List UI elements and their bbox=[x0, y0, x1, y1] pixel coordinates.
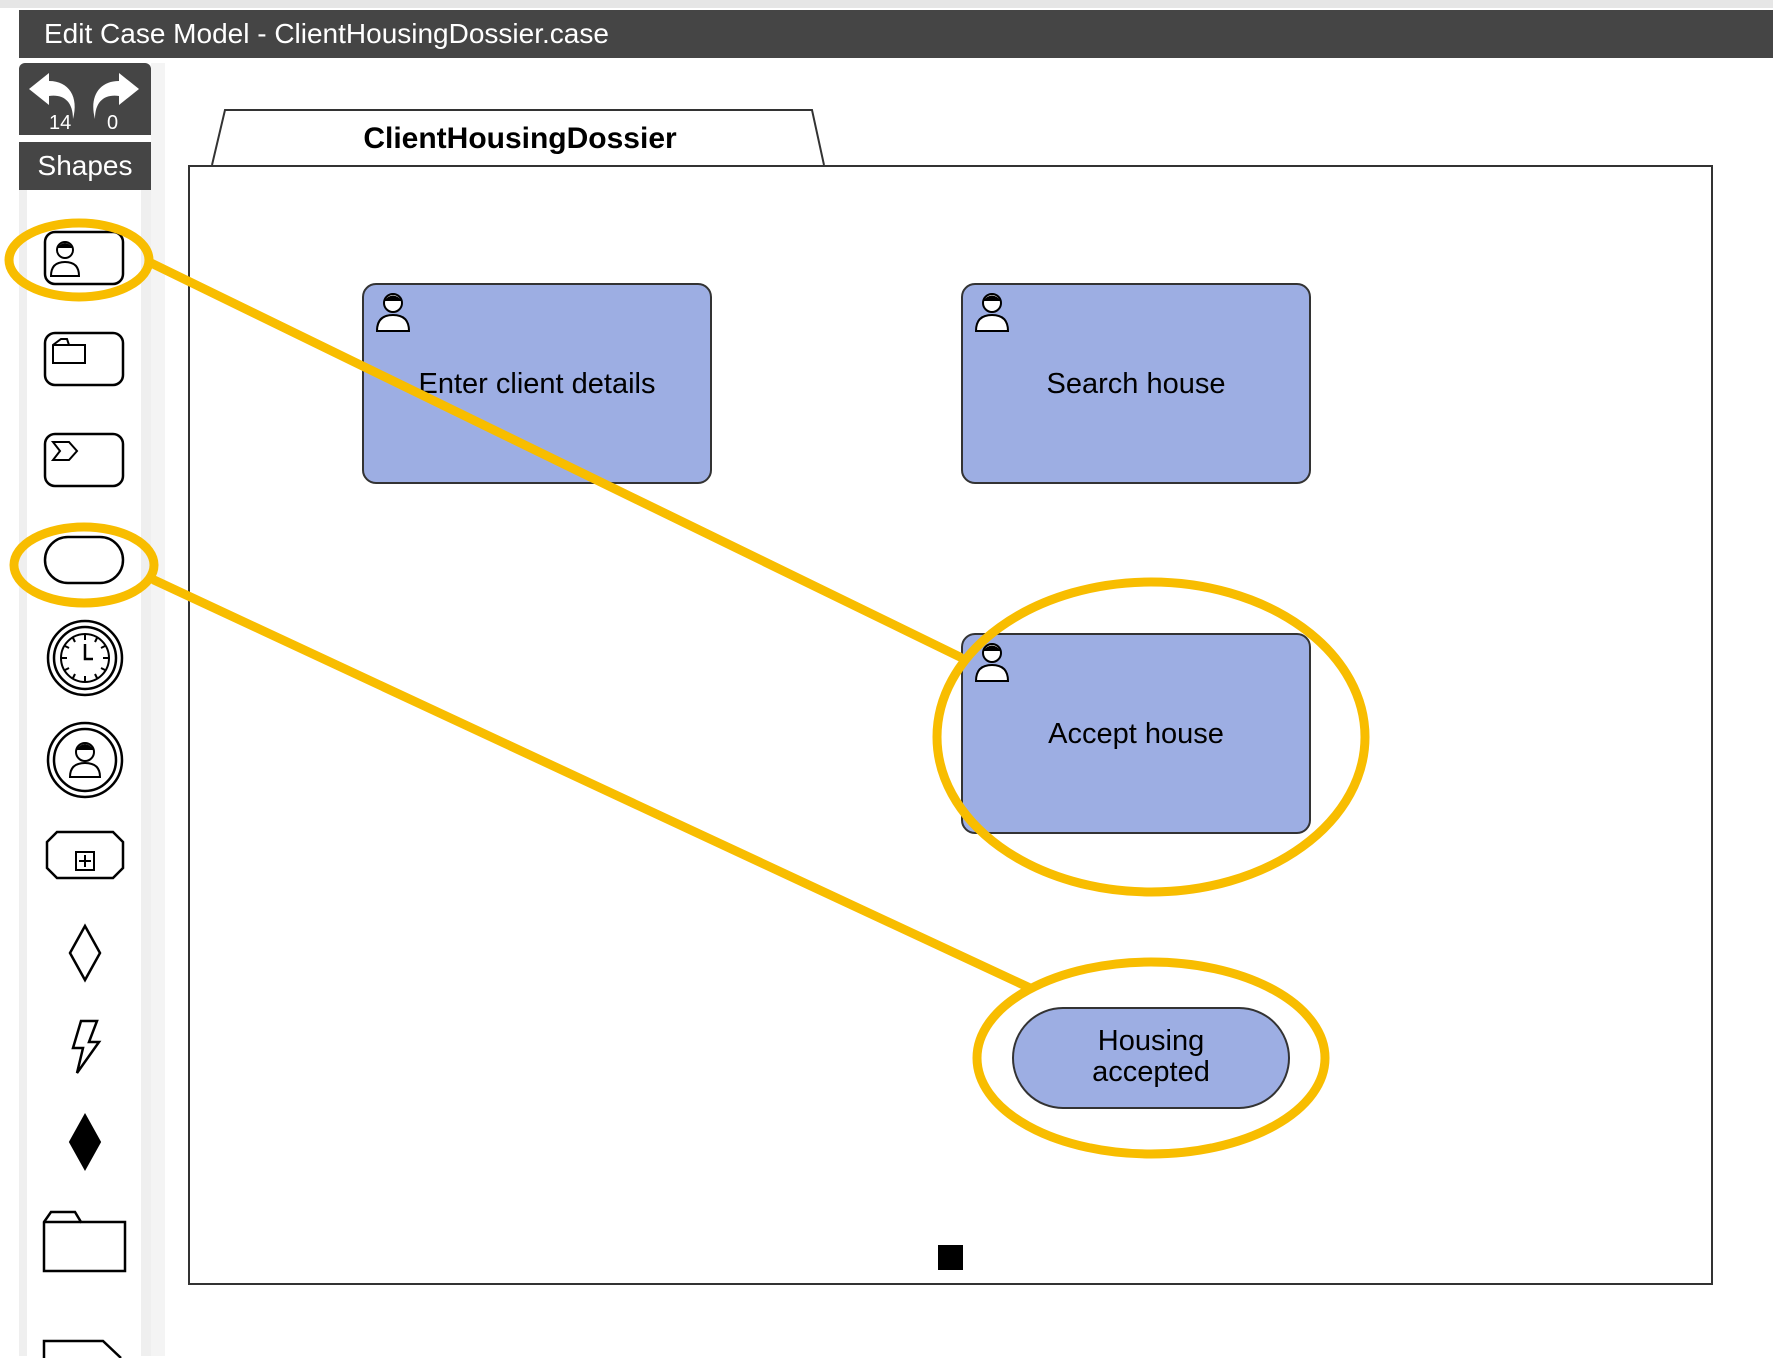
event-listener-icon[interactable] bbox=[69, 1018, 103, 1076]
process-task-icon[interactable] bbox=[43, 432, 127, 490]
task-label: Accept house bbox=[1048, 718, 1224, 750]
shapes-palette bbox=[19, 190, 151, 1358]
undo-count: 14 bbox=[49, 112, 72, 134]
task-enter-client-details[interactable]: Enter client details bbox=[362, 283, 712, 484]
undo-arrow-icon[interactable] bbox=[25, 69, 83, 121]
window-top-border bbox=[0, 0, 1773, 8]
shapes-panel-header: Shapes bbox=[19, 142, 151, 190]
sidebar-divider bbox=[151, 63, 165, 1356]
task-label: Search house bbox=[1046, 368, 1226, 400]
task-search-house[interactable]: Search house bbox=[961, 283, 1311, 484]
undo-redo-toolbar: 14 0 bbox=[19, 63, 151, 135]
case-task-icon[interactable] bbox=[43, 331, 127, 389]
human-task-icon[interactable] bbox=[43, 230, 127, 288]
human-task-icon bbox=[375, 293, 411, 332]
resize-handle[interactable] bbox=[938, 1245, 963, 1270]
redo-count: 0 bbox=[107, 112, 119, 134]
human-task-icon bbox=[974, 643, 1010, 682]
stage-icon[interactable] bbox=[43, 830, 127, 882]
window-title: Edit Case Model - ClientHousingDossier.c… bbox=[44, 18, 609, 49]
window-title-bar: Edit Case Model - ClientHousingDossier.c… bbox=[19, 10, 1773, 58]
timer-event-icon[interactable] bbox=[45, 618, 125, 698]
task-label: Enter client details bbox=[418, 368, 656, 400]
exit-criterion-icon[interactable] bbox=[67, 1112, 103, 1172]
case-file-item-icon[interactable] bbox=[41, 1208, 129, 1274]
human-task-icon bbox=[974, 293, 1010, 332]
user-event-icon[interactable] bbox=[45, 720, 125, 800]
milestone-label: Housing accepted bbox=[1092, 1025, 1210, 1088]
document-icon[interactable] bbox=[41, 1338, 129, 1358]
milestone-icon[interactable] bbox=[43, 535, 127, 587]
milestone-housing-accepted[interactable]: Housing accepted bbox=[1012, 1007, 1290, 1109]
case-plan-name[interactable]: ClientHousingDossier bbox=[363, 122, 677, 155]
entry-criterion-icon[interactable] bbox=[67, 923, 103, 983]
redo-arrow-icon[interactable] bbox=[85, 69, 143, 121]
task-accept-house[interactable]: Accept house bbox=[961, 633, 1311, 834]
